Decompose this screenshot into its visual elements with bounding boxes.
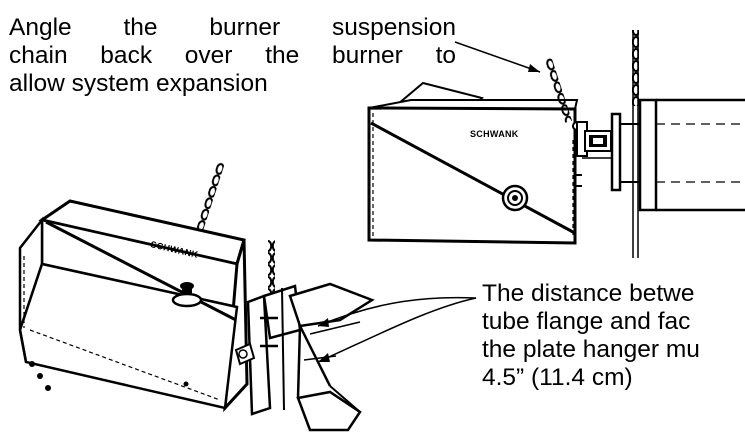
burner-top-knob	[501, 184, 529, 212]
burner-bottom-bolts	[29, 361, 189, 391]
callout-bottom-line-2: tube flange and fac	[482, 308, 691, 335]
burner-bottom-knob	[171, 282, 203, 308]
burner-top-diagonal-rod	[370, 121, 574, 234]
burner-top-hanger	[632, 30, 639, 258]
burner-top-tube	[620, 98, 745, 212]
burner-top-flange	[610, 112, 622, 192]
callout-bottom-line-4: 4.5” (11.4 cm)	[482, 364, 633, 391]
burner-bottom-diagonal-rod	[45, 220, 237, 322]
callout-top-line-2: chain back over the burner to	[9, 42, 456, 69]
callout-top-line-1: Angle the burner suspension	[9, 14, 456, 41]
burner-bottom-hanger-chain	[268, 240, 275, 300]
burner-top-body	[367, 106, 577, 245]
callout-top-leader	[454, 41, 541, 73]
burner-top-suspension-chain	[545, 57, 573, 123]
burner-bottom-tube	[288, 282, 375, 432]
callout-distance-text: The distance betwe tube flange and fac t…	[482, 280, 700, 392]
callout-bottom-leaders	[317, 296, 477, 363]
burner-bottom-assembly: SCHWANK	[18, 162, 375, 432]
burner-top-assembly: SCHWANK	[367, 30, 745, 258]
callout-chain-angle-text: Angle the burner suspension chain back o…	[9, 14, 456, 98]
burner-top-brand-label: SCHWANK	[470, 129, 519, 139]
burner-bottom-suspension-chain	[196, 162, 225, 231]
callout-bottom-line-3: the plate hanger mu	[482, 336, 700, 363]
callout-top-line-3: allow system expansion	[9, 70, 268, 97]
callout-bottom-line-1: The distance betwe	[482, 280, 695, 307]
